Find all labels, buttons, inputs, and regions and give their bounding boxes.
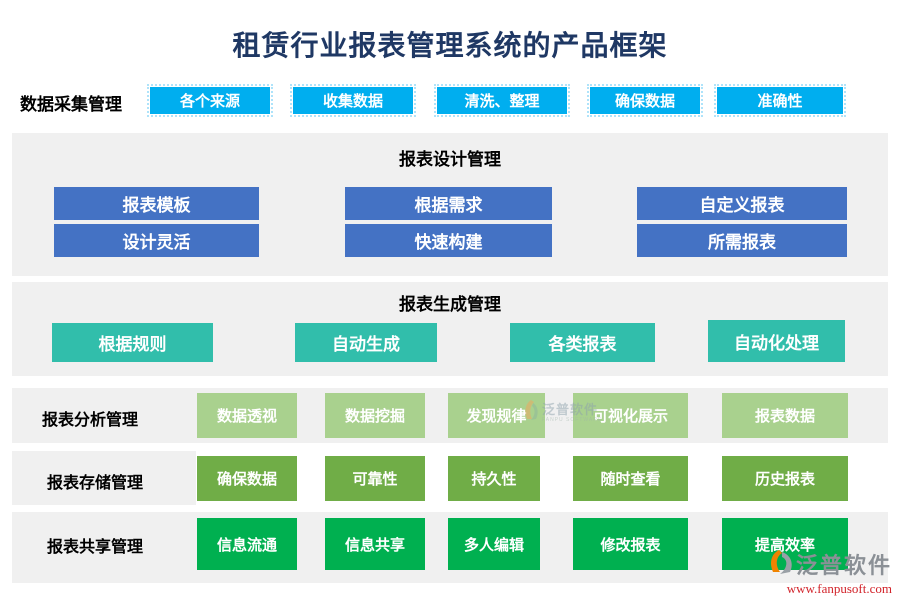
block-report-template: 报表模板 [54,187,259,220]
block-data-pivot: 数据透视 [197,393,297,438]
block-custom-report: 自定义报表 [637,187,847,220]
block-collect-data: 收集数据 [290,84,416,117]
block-ensure-data: 确保数据 [587,84,703,117]
block-accuracy: 准确性 [714,84,846,117]
block-per-requirement: 根据需求 [345,187,552,220]
block-fast-build: 快速构建 [345,224,552,257]
row-label-data-collection: 数据采集管理 [20,95,122,114]
panel-report-storage-label [12,451,196,505]
block-visual-display: 可视化展示 [573,393,688,438]
row-label-report-storage: 报表存储管理 [47,475,144,492]
fanpu-logo-text: 泛普软件 [795,553,892,578]
block-persistence: 持久性 [448,456,540,501]
block-view-anytime: 随时查看 [573,456,688,501]
block-info-share: 信息共享 [325,518,425,570]
block-auto-generate: 自动生成 [295,323,437,362]
fanpu-logo-icon [768,549,794,580]
block-data-source: 各个来源 [147,84,273,117]
block-info-flow: 信息流通 [197,518,297,570]
fanpu-logo: 泛普软件 www.fanpusoft.com [768,548,892,597]
block-automated-processing: 自动化处理 [708,320,845,362]
block-ensure-data-storage: 确保数据 [197,456,297,501]
block-clean-organize: 清洗、整理 [434,84,570,117]
block-reliability: 可靠性 [325,456,425,501]
row-label-report-analysis: 报表分析管理 [42,412,139,429]
block-history-reports: 历史报表 [722,456,848,501]
block-flexible-design: 设计灵活 [54,224,259,257]
block-find-patterns: 发现规律 [448,393,545,438]
row-label-report-share: 报表共享管理 [47,539,144,556]
block-report-data: 报表数据 [722,393,848,438]
page-title: 租赁行业报表管理系统的产品框架 [232,30,668,61]
block-various-reports: 各类报表 [510,323,655,362]
block-needed-report: 所需报表 [637,224,847,257]
fanpu-logo-url: www.fanpusoft.com [786,581,892,596]
block-improve-efficiency: 提高效率 [722,518,848,570]
section-title-report-generate: 报表生成管理 [399,295,501,314]
block-data-mining: 数据挖掘 [325,393,425,438]
block-multi-edit: 多人编辑 [448,518,540,570]
block-modify-report: 修改报表 [573,518,688,570]
block-by-rules: 根据规则 [52,323,213,362]
section-title-report-design: 报表设计管理 [399,150,501,169]
